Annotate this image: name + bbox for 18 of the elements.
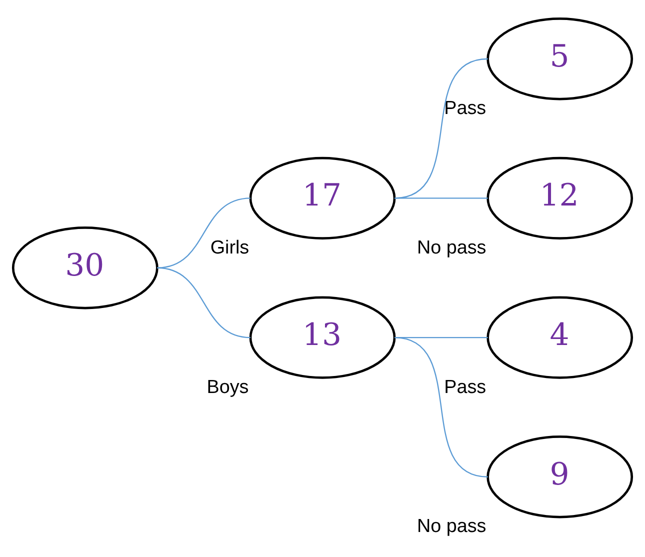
node-ellipse: 17 <box>249 156 396 240</box>
node-label: Pass <box>444 98 486 120</box>
connector <box>394 58 488 199</box>
node-label: No pass <box>416 516 486 538</box>
node-label: Pass <box>444 376 486 398</box>
node-label: No pass <box>416 237 486 258</box>
node-label: Boys <box>206 376 249 398</box>
node-ellipse: 9 <box>486 436 634 518</box>
connector <box>394 198 488 199</box>
node-ellipse: 5 <box>486 18 634 100</box>
node-ellipse: 30 <box>12 226 158 310</box>
node-ellipse: 12 <box>486 156 634 240</box>
node-ellipse: 13 <box>249 296 396 379</box>
connector <box>394 336 488 478</box>
node-label: Girls <box>210 237 250 258</box>
connector <box>157 267 251 338</box>
node-ellipse: 4 <box>486 296 634 379</box>
connector <box>157 198 251 268</box>
